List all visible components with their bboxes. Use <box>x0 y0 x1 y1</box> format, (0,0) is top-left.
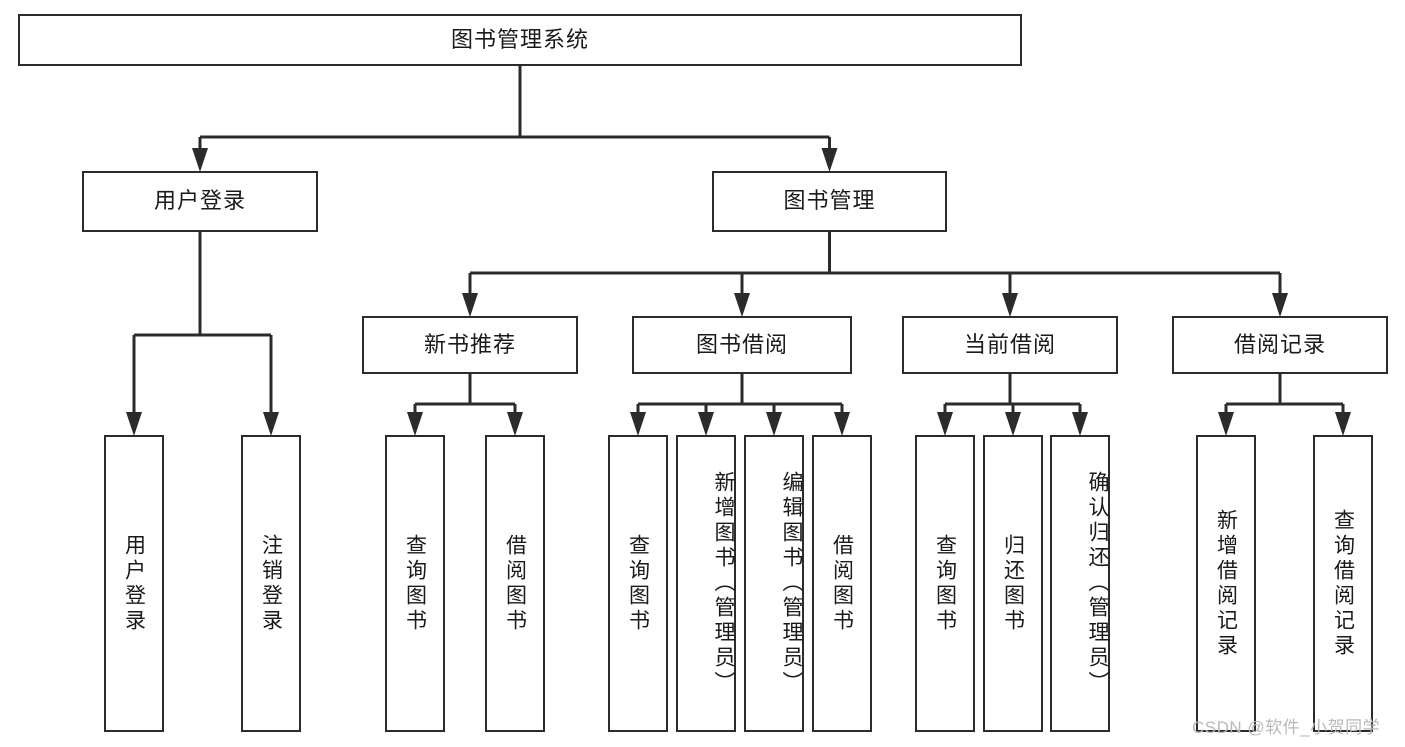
node-leaf-query-book-2: 查询图书 <box>608 435 668 732</box>
node-leaf-user-login: 用户登录 <box>104 435 164 732</box>
node-book-manage: 图书管理 <box>712 171 947 232</box>
node-label: 借阅记录 <box>1233 331 1326 357</box>
node-leaf-add-book: 新增图书（管理员） <box>676 435 736 732</box>
node-leaf-edit-book: 编辑图书（管理员） <box>744 435 804 732</box>
node-leaf-query-book-1: 查询图书 <box>385 435 445 732</box>
node-label: 用户登录 <box>122 533 146 634</box>
node-book-borrow: 图书借阅 <box>632 316 852 374</box>
node-label: 归还图书 <box>1001 533 1025 634</box>
watermark-text: CSDN @软件_小贺同学 <box>1192 718 1381 737</box>
node-label: 用户登录 <box>153 188 246 214</box>
node-label: 查询图书 <box>403 533 427 634</box>
node-label: 查询借阅记录 <box>1331 508 1355 659</box>
node-label: 编辑图书（管理员） <box>780 471 803 696</box>
node-root: 图书管理系统 <box>18 14 1022 66</box>
node-leaf-confirm-return: 确认归还（管理员） <box>1050 435 1110 732</box>
node-label: 图书借阅 <box>695 331 788 357</box>
node-leaf-add-record: 新增借阅记录 <box>1196 435 1256 732</box>
node-label: 借阅图书 <box>830 533 854 634</box>
node-label: 图书管理系统 <box>450 26 589 52</box>
node-new-book-rec: 新书推荐 <box>362 316 578 374</box>
node-label: 借阅图书 <box>503 533 527 634</box>
node-leaf-user-logout: 注销登录 <box>241 435 301 732</box>
node-label: 查询图书 <box>933 533 957 634</box>
node-borrow-record: 借阅记录 <box>1172 316 1388 374</box>
node-leaf-borrow-book-2: 借阅图书 <box>812 435 872 732</box>
node-leaf-query-record: 查询借阅记录 <box>1313 435 1373 732</box>
node-user-login: 用户登录 <box>82 171 318 232</box>
node-label: 新增借阅记录 <box>1214 508 1238 659</box>
node-label: 确认归还（管理员） <box>1086 471 1109 696</box>
node-label: 当前借阅 <box>963 331 1056 357</box>
node-label: 新书推荐 <box>423 331 516 357</box>
node-label: 图书管理 <box>783 188 876 214</box>
node-leaf-query-book-3: 查询图书 <box>915 435 975 732</box>
node-label: 查询图书 <box>626 533 650 634</box>
node-leaf-return-book: 归还图书 <box>983 435 1043 732</box>
node-leaf-borrow-book-1: 借阅图书 <box>485 435 545 732</box>
node-current-borrow: 当前借阅 <box>902 316 1118 374</box>
node-label: 注销登录 <box>259 533 283 634</box>
node-label: 新增图书（管理员） <box>712 471 735 696</box>
